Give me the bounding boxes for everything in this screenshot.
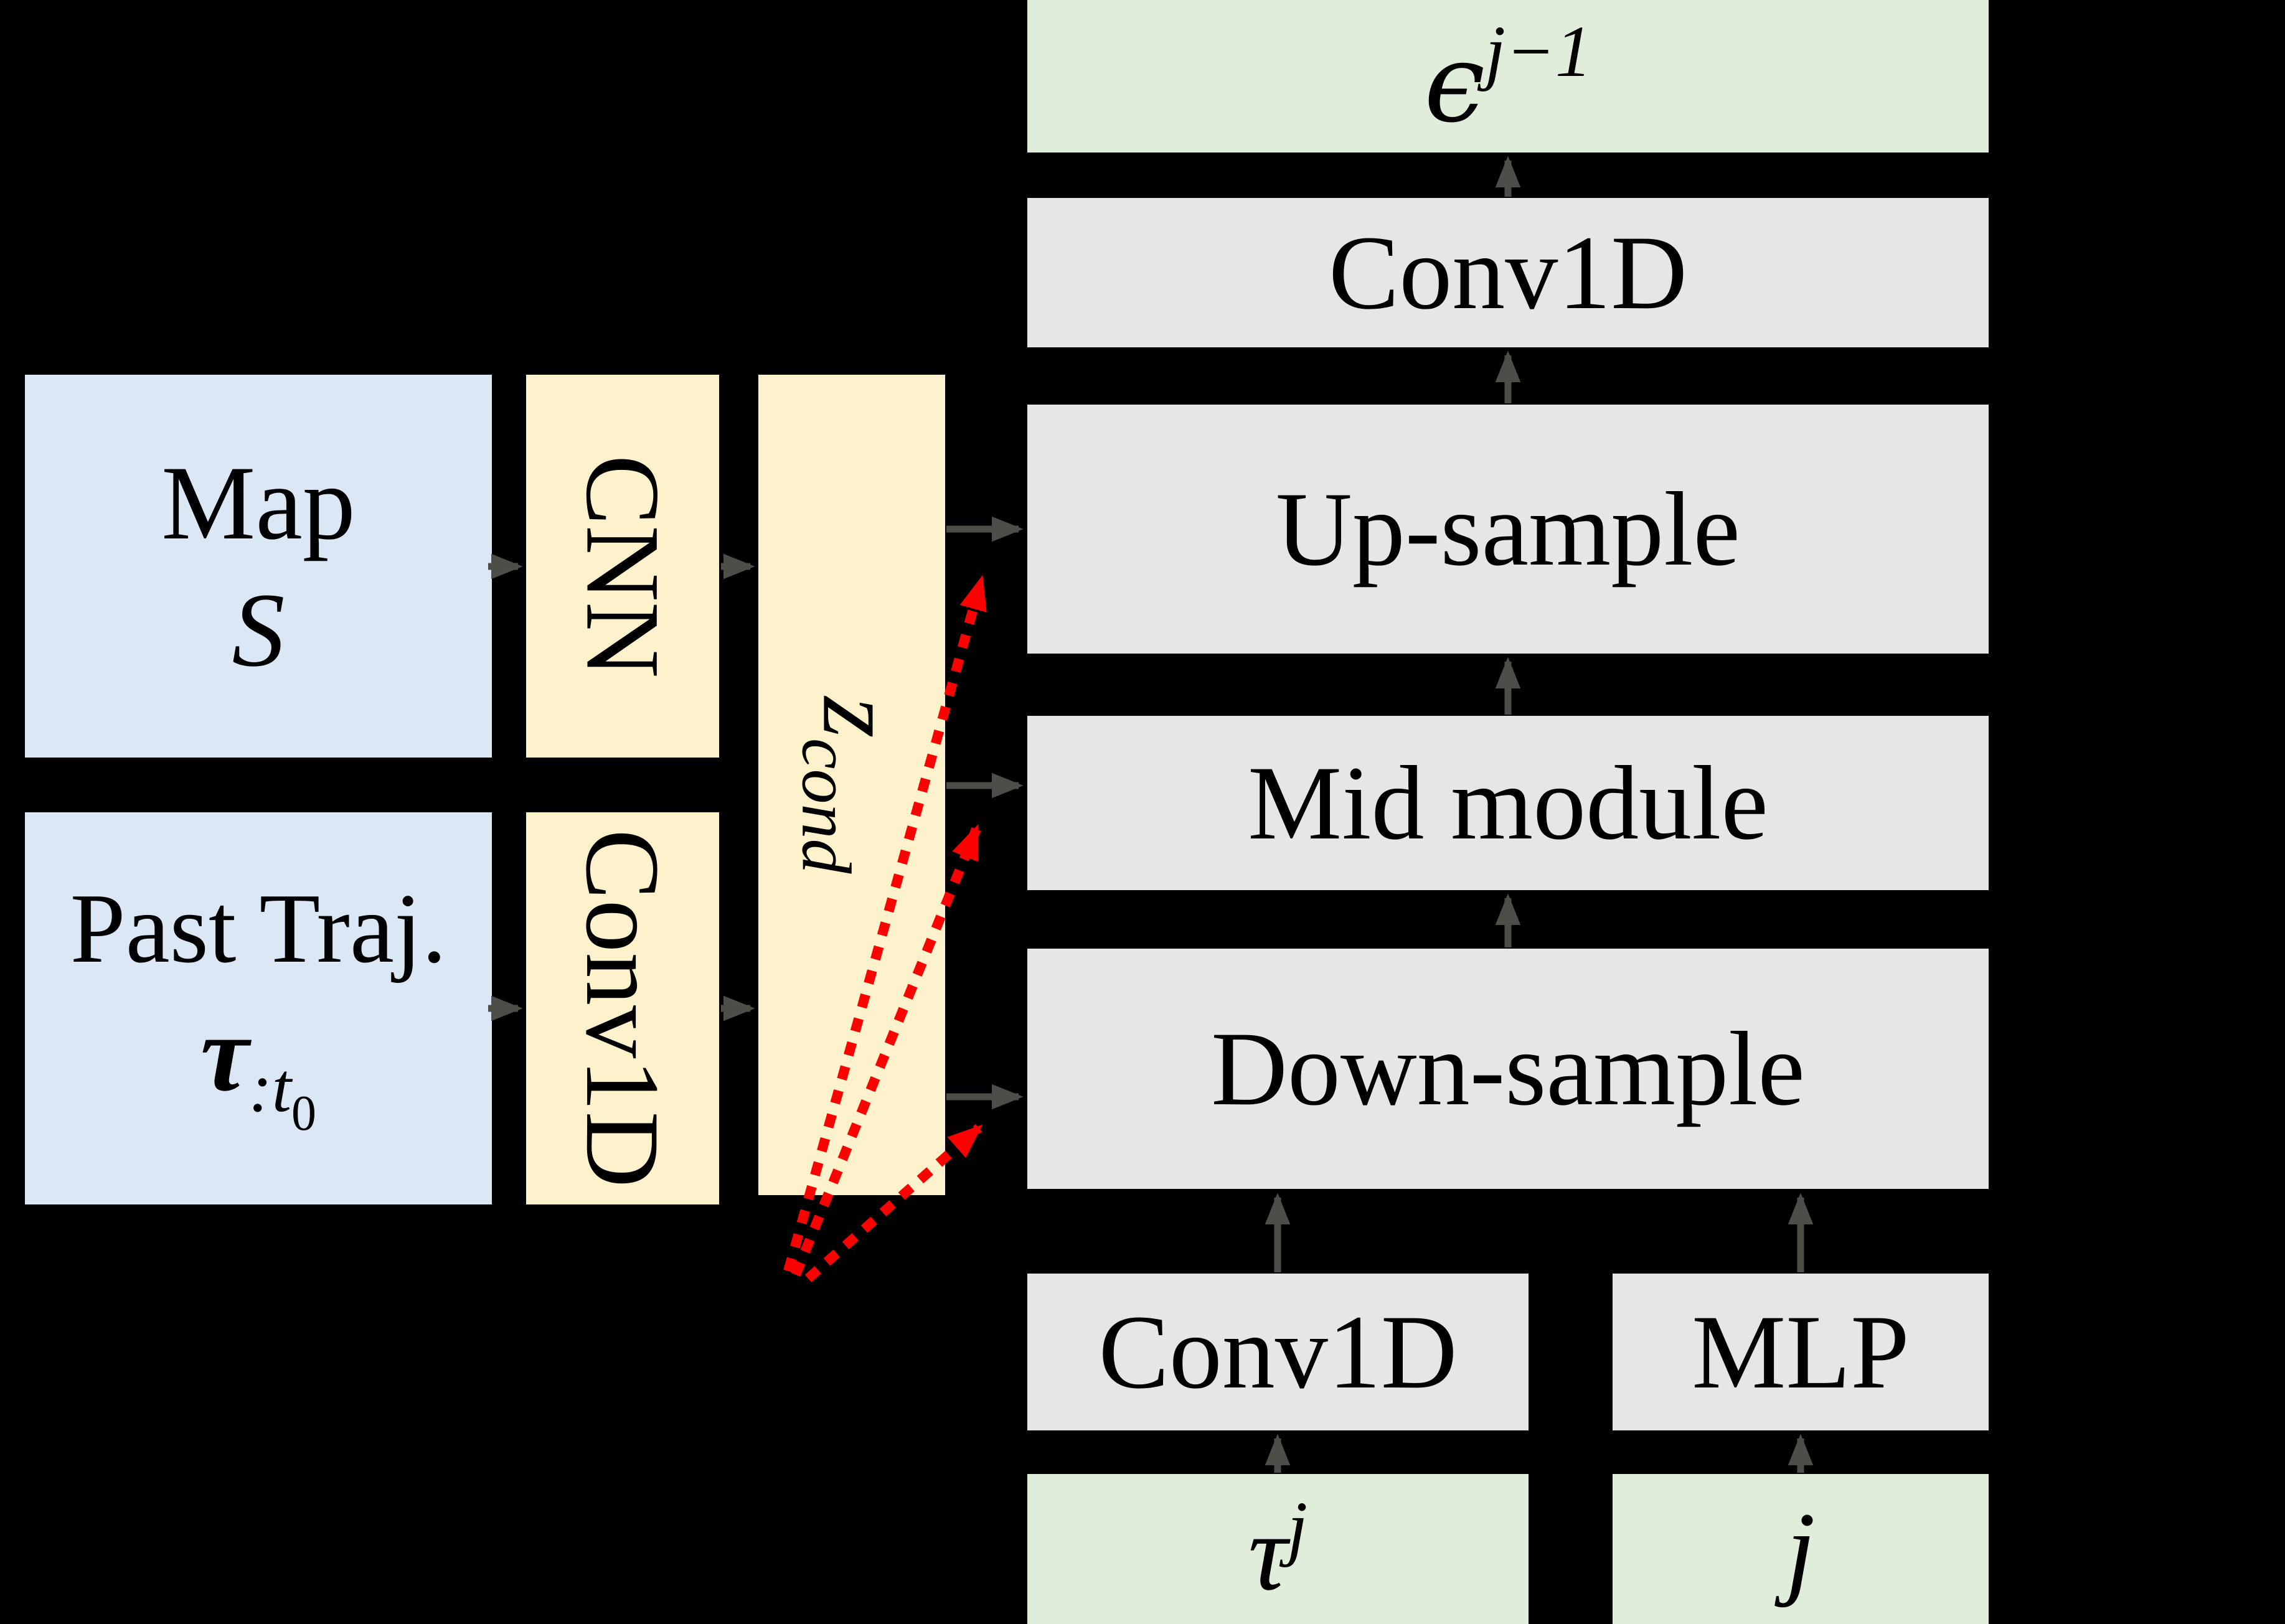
cnn-encoder-box: CNN	[526, 375, 719, 758]
down-sample-box: Down-sample	[1027, 949, 1989, 1189]
conv1d-encoder-label: Conv1D	[564, 828, 682, 1188]
epsilon-output-box: ϵj−1	[1027, 0, 1989, 153]
up-sample-label: Up-sample	[1276, 471, 1740, 588]
z-cond-box: zcond	[758, 375, 945, 1195]
map-label: Map	[161, 444, 356, 561]
cnn-label: CNN	[564, 454, 681, 678]
conv1d-input-box: Conv1D	[1027, 1274, 1529, 1430]
map-symbol: S	[232, 571, 285, 688]
mlp-label: MLP	[1692, 1293, 1910, 1410]
past-traj-input-box: Past Traj. τ:t0	[25, 812, 492, 1204]
conv1d-encoder-box: Conv1D	[526, 812, 719, 1204]
conv1d-output-label: Conv1D	[1328, 214, 1688, 331]
mid-module-label: Mid module	[1248, 744, 1768, 861]
j-input-label: j	[1786, 1490, 1816, 1608]
mid-module-box: Mid module	[1027, 716, 1989, 890]
conv1d-output-box: Conv1D	[1027, 198, 1989, 347]
map-input-box: Map S	[25, 375, 492, 758]
up-sample-box: Up-sample	[1027, 405, 1989, 654]
conv1d-input-label: Conv1D	[1098, 1293, 1458, 1410]
epsilon-output-label: ϵj−1	[1424, 10, 1592, 147]
z-cond-label: zcond	[787, 697, 918, 873]
past-traj-label: Past Traj.	[70, 873, 447, 983]
tau-input-box: τj	[1027, 1474, 1529, 1624]
j-input-box: j	[1613, 1474, 1989, 1624]
past-traj-symbol: τ:t0	[200, 993, 317, 1141]
down-sample-label: Down-sample	[1211, 1010, 1805, 1127]
tau-input-label: τj	[1248, 1486, 1308, 1613]
mlp-box: MLP	[1613, 1274, 1989, 1430]
